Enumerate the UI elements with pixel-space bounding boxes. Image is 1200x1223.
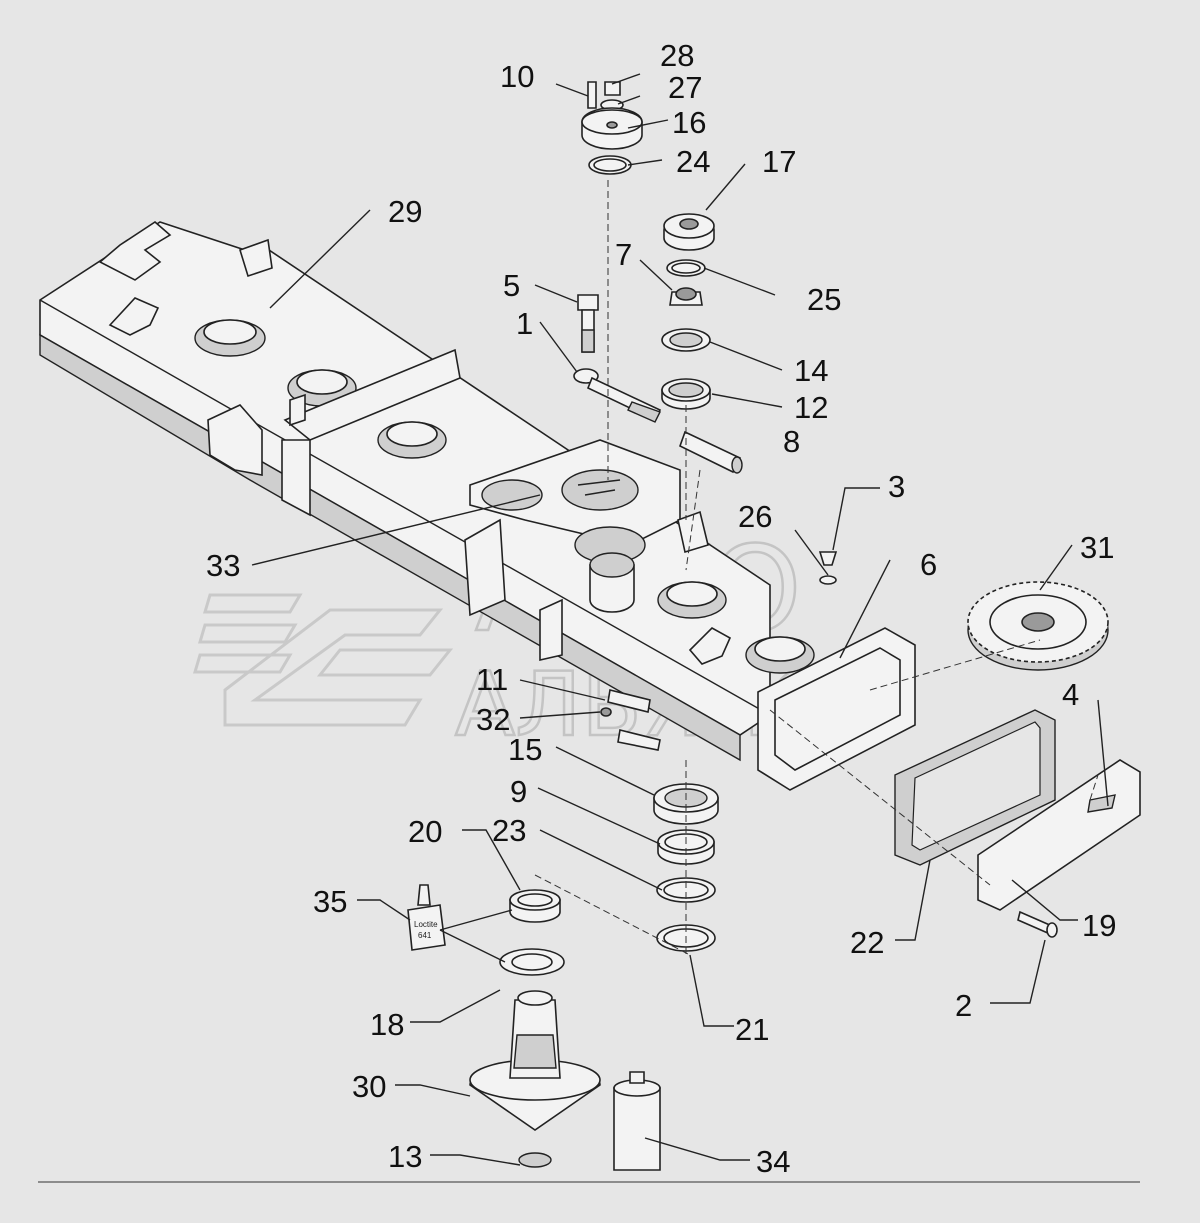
callout-35: 35: [313, 884, 347, 919]
loctite-bottle: Loctite 641: [407, 884, 446, 951]
callout-10: 10: [500, 59, 534, 94]
callout-21: 21: [735, 1012, 769, 1047]
top-cap-stack: [581, 81, 643, 175]
gearbox-top-plate: [469, 439, 709, 613]
callout-24: 24: [676, 144, 710, 179]
assembly-axes: [534, 180, 1099, 956]
callout-5: 5: [503, 268, 520, 303]
callout-3: 3: [888, 469, 905, 504]
callout-12: 12: [794, 390, 828, 425]
bottle-label-line1: Loctite: [414, 920, 438, 929]
callout-18: 18: [370, 1007, 404, 1042]
callout-13: 13: [388, 1139, 422, 1174]
gear-part: [967, 581, 1109, 671]
callout-30: 30: [352, 1069, 386, 1104]
watermark-logo: [192, 593, 454, 727]
gasket-part: [894, 709, 1056, 866]
hex-bolt: [577, 294, 599, 353]
small-fittings: [600, 689, 661, 751]
callout-15: 15: [508, 732, 542, 767]
callout-11: 11: [476, 662, 508, 697]
callout-16: 16: [672, 105, 706, 140]
callout-32: 32: [476, 702, 510, 737]
leader-lines: [251, 73, 1109, 1166]
callout-1: 1: [516, 306, 533, 341]
callout-27: 27: [668, 70, 702, 105]
callout-19: 19: [1082, 908, 1116, 943]
cover-bolt: [1017, 910, 1058, 938]
callout-9: 9: [510, 774, 527, 809]
callout-23: 23: [492, 813, 526, 848]
callout-26: 26: [738, 499, 772, 534]
callout-28: 28: [660, 38, 694, 73]
main-beam-frame: [39, 220, 916, 791]
seal-rings: [499, 889, 565, 976]
callout-2: 2: [955, 988, 972, 1023]
callout-34: 34: [756, 1144, 790, 1179]
callout-7: 7: [615, 237, 632, 272]
spray-can: [613, 1071, 661, 1171]
callout-25: 25: [807, 282, 841, 317]
bottle-label-line2: 641: [418, 931, 432, 940]
disc-hub-shaft: [469, 990, 601, 1168]
callout-labels: 10 28 27 16 24 17 29 7 25 5 1 14 12 8 3 …: [206, 38, 1116, 1179]
callout-29: 29: [388, 194, 422, 229]
callout-20: 20: [408, 814, 442, 849]
callout-8: 8: [783, 424, 800, 459]
callout-22: 22: [850, 925, 884, 960]
screw-and-washer: [818, 551, 838, 585]
right-bearing-stack: [661, 213, 715, 410]
callout-33: 33: [206, 548, 240, 583]
tension-bolt: [573, 368, 662, 423]
pin-part: [679, 430, 743, 474]
callout-4: 4: [1062, 677, 1079, 712]
callout-31: 31: [1080, 530, 1114, 565]
cover-plate: [977, 759, 1141, 911]
callout-17: 17: [762, 144, 796, 179]
callout-14: 14: [794, 353, 828, 388]
callout-6: 6: [920, 547, 937, 582]
